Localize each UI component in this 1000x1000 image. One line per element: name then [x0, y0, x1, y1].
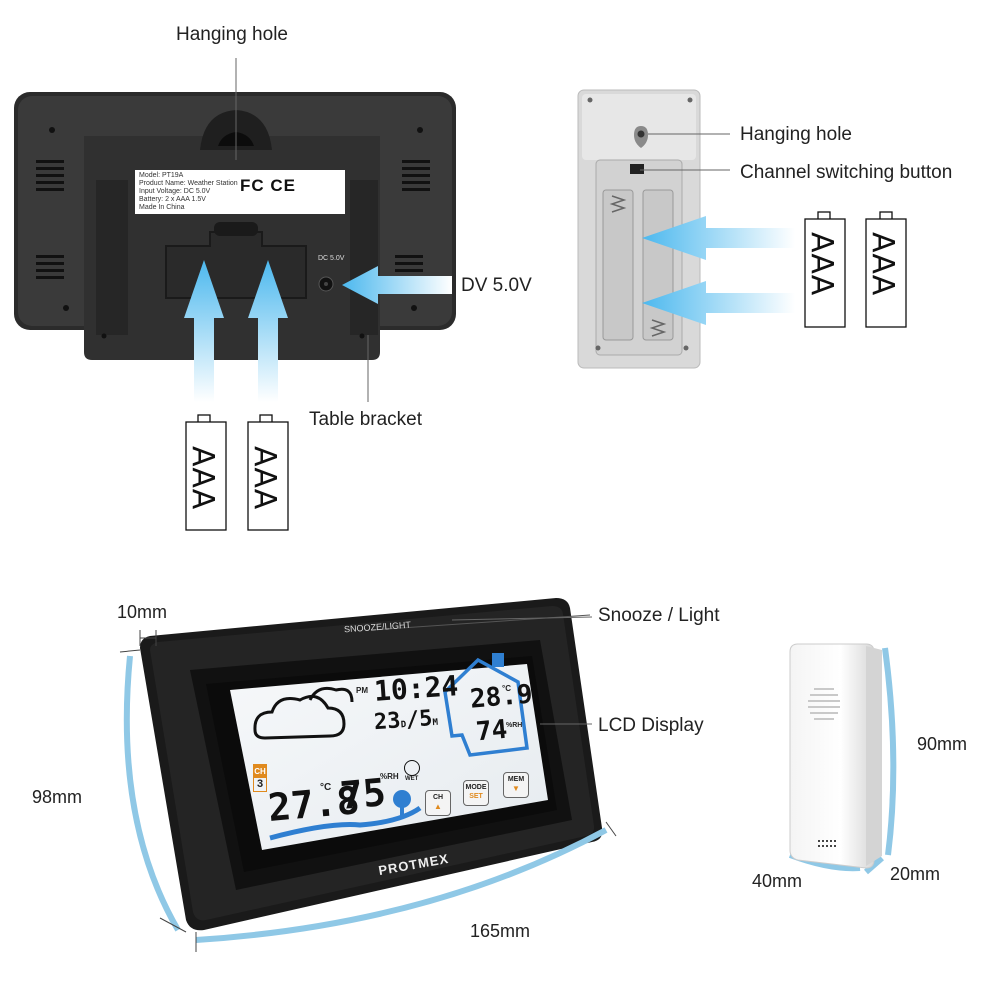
sticker-made-in: Made In China: [139, 204, 185, 211]
comfort-face-icon: [404, 760, 420, 776]
battery-sensor-1-label: AAA: [804, 232, 839, 296]
lcd-time: 10:24: [372, 669, 460, 708]
set-button-label: SET: [469, 793, 483, 800]
arrow-down-icon: ▼: [512, 784, 520, 793]
lcd-wet: WET: [405, 776, 419, 782]
lcd-date: 23D/5M: [373, 706, 438, 735]
dim-40mm: 40mm: [752, 871, 803, 891]
dim-10mm: 10mm: [117, 602, 168, 622]
channel-switch-label: Channel switching button: [740, 162, 953, 183]
rear-sticker: Model: PT19A Product Name: Weather Stati…: [135, 170, 345, 214]
mem-button[interactable]: MEM ▼: [503, 772, 529, 798]
battery-sensor-1: [804, 211, 846, 328]
sticker-product: Product Name: Weather Station: [139, 180, 238, 187]
mode-set-button[interactable]: MODE SET: [463, 780, 489, 806]
dv-label: DV 5.0V: [461, 275, 532, 296]
battery-sensor-2-label: AAA: [865, 232, 900, 296]
battery-main-1-label: AAA: [185, 446, 220, 510]
sticker-battery: Battery: 2 x AAA 1.5V: [139, 196, 206, 203]
sensor-front: [789, 643, 882, 869]
sticker-model: Model: PT19A: [139, 172, 184, 179]
sticker-input: Input Voltage: DC 5.0V: [139, 188, 211, 195]
dim-165mm: 165mm: [470, 921, 531, 941]
battery-sensor-2: [865, 211, 907, 328]
arrow-up-icon: ▲: [434, 802, 442, 811]
dim-98mm: 98mm: [32, 787, 83, 807]
battery-arrows-main: [184, 260, 288, 402]
ch-button[interactable]: CH ▲: [425, 790, 451, 816]
lcd-display-label: LCD Display: [598, 715, 704, 736]
lcd-pm: PM: [356, 686, 368, 695]
main-unit-front: [140, 598, 603, 931]
lcd-indoor-humidity: 74: [474, 714, 509, 748]
lcd-outdoor-temp-unit: °C: [320, 782, 332, 793]
dimension-lines: [123, 647, 897, 943]
battery-main-2-label: AAA: [247, 446, 282, 510]
battery-main-2: [247, 414, 289, 531]
hanging-hole-label: Hanging hole: [176, 24, 288, 45]
snooze-light-label: Snooze / Light: [598, 605, 720, 626]
lcd-indoor-temp-unit: °C: [502, 684, 511, 693]
lcd-channel-label: CH: [254, 765, 266, 778]
dim-20mm: 20mm: [890, 864, 941, 884]
lcd-month-unit: M: [432, 717, 439, 729]
dc-jack-label: DC 5.0V: [318, 255, 345, 262]
mode-button-label: MODE: [465, 784, 487, 791]
dv-arrow: [342, 266, 452, 304]
lcd-outdoor-humidity-unit: %RH: [380, 772, 399, 781]
dim-90mm: 90mm: [917, 734, 968, 754]
lcd-channel-num: 3: [256, 778, 264, 790]
ch-button-label: CH: [432, 794, 444, 801]
lcd-channel: CH 3: [253, 764, 267, 792]
cert-marks: FC CE: [240, 176, 296, 195]
mem-button-label: MEM: [507, 776, 525, 783]
table-bracket-label: Table bracket: [309, 409, 423, 430]
sensor-hanging-hole-label: Hanging hole: [740, 124, 852, 145]
lcd-indoor-humidity-unit: %RH: [506, 722, 523, 729]
main-unit-back: [14, 92, 456, 360]
battery-main-1: [185, 414, 227, 531]
battery-arrows-sensor: [642, 216, 795, 325]
lcd-day: 23: [373, 708, 402, 736]
